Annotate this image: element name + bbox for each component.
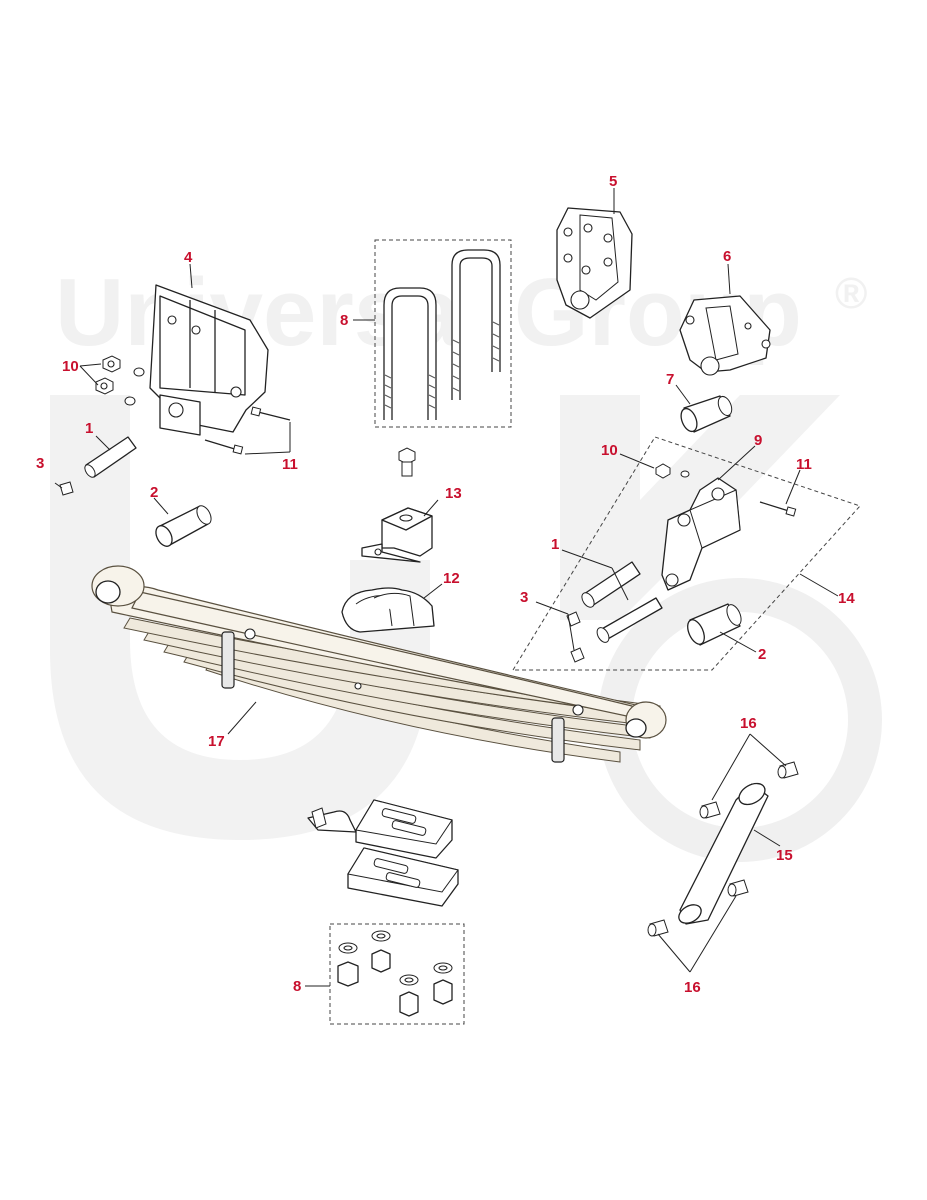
left-grease-fitting <box>54 481 74 496</box>
shock-absorber <box>678 782 769 925</box>
callout-7: 7 <box>666 371 674 388</box>
callout-5: 5 <box>609 173 617 190</box>
front-clamp <box>221 631 235 689</box>
left-nuts-washers <box>95 355 145 406</box>
callout-15: 15 <box>776 847 793 864</box>
callout-2-right: 2 <box>758 646 766 663</box>
axle-plates <box>307 799 459 907</box>
spring-seat-block <box>361 507 433 563</box>
shackle-bushing <box>680 395 733 433</box>
right-bushing <box>687 603 742 646</box>
left-bushing <box>155 505 212 547</box>
callout-3-right: 3 <box>520 589 528 606</box>
u-bolts <box>383 249 501 420</box>
callout-13: 13 <box>445 485 462 502</box>
callout-9: 9 <box>754 432 762 449</box>
nut-washer-group-box <box>329 923 465 1025</box>
callout-1-right: 1 <box>551 536 559 553</box>
rear-clamp <box>551 717 565 763</box>
center-bolt <box>398 447 416 477</box>
callout-12: 12 <box>443 570 460 587</box>
callout-10-right: 10 <box>601 442 618 459</box>
shackle-bracket <box>679 295 771 376</box>
callout-8-top: 8 <box>340 312 348 329</box>
left-bolts <box>204 406 291 455</box>
callout-11-left: 11 <box>282 456 298 473</box>
right-bolt <box>759 501 797 517</box>
callout-16-bottom: 16 <box>684 979 701 996</box>
watermark-u-logo <box>50 395 430 840</box>
callout-1-left: 1 <box>85 420 93 437</box>
leader-lines <box>79 188 839 987</box>
callout-2-left: 2 <box>150 484 158 501</box>
callout-17: 17 <box>208 733 225 750</box>
callout-6: 6 <box>723 248 731 265</box>
callout-16-top: 16 <box>740 715 757 732</box>
callout-4: 4 <box>184 249 193 266</box>
watermark-registered-mark: ® <box>835 269 867 318</box>
callout-11-right: 11 <box>796 456 812 473</box>
shock-bushings <box>647 761 799 937</box>
right-nut-washer <box>655 463 690 479</box>
leaf-spring <box>91 565 667 763</box>
callout-3-left: 3 <box>36 455 44 472</box>
left-spring-pin <box>84 436 137 478</box>
shackle <box>661 477 741 591</box>
rear-hanger-bracket <box>556 207 633 319</box>
right-spring-pins <box>581 561 663 643</box>
callout-14: 14 <box>838 590 855 607</box>
callout-8-bottom: 8 <box>293 978 301 995</box>
lower-nuts-washers <box>337 930 453 1017</box>
callout-labels: 1 2 3 4 5 6 7 8 9 10 10 11 11 12 13 14 1… <box>36 173 855 996</box>
front-hanger-bracket <box>149 284 269 436</box>
bump-stop <box>341 587 435 633</box>
callout-10-left: 10 <box>62 358 79 375</box>
